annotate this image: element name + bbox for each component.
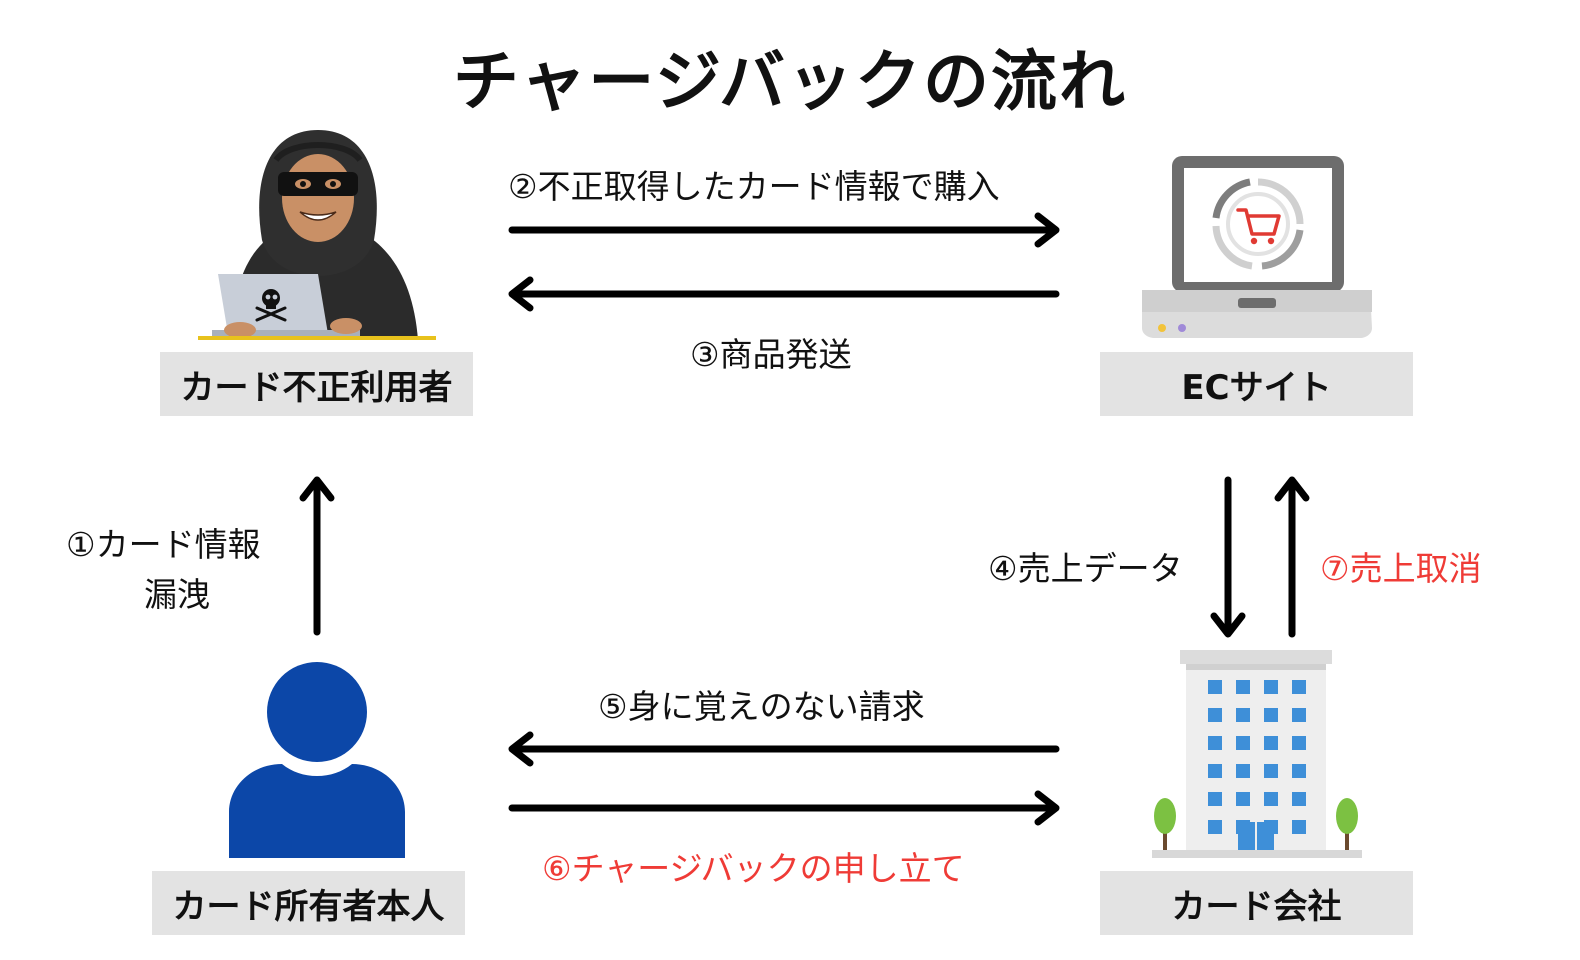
building-window bbox=[1236, 764, 1250, 778]
page-title: チャージバックの流れ bbox=[452, 43, 1128, 120]
step-1-label-line2: 漏洩 bbox=[144, 575, 210, 614]
node-label-card-company: カード会社 bbox=[1100, 871, 1413, 935]
building-window bbox=[1208, 820, 1222, 834]
building-window bbox=[1236, 680, 1250, 694]
step-1-label-line1: ①カード情報 bbox=[66, 525, 261, 564]
laptop-shopping-cart-icon bbox=[1142, 156, 1372, 338]
building-window bbox=[1264, 708, 1278, 722]
building-window bbox=[1264, 792, 1278, 806]
step-3-label: ③商品発送 bbox=[690, 335, 852, 374]
building-window bbox=[1208, 792, 1222, 806]
building-window bbox=[1292, 680, 1306, 694]
step-6-label: ⑥チャージバックの申し立て bbox=[542, 849, 965, 888]
building-window bbox=[1208, 708, 1222, 722]
building-window bbox=[1208, 736, 1222, 750]
building-window bbox=[1236, 736, 1250, 750]
building-window bbox=[1292, 764, 1306, 778]
building-window bbox=[1292, 736, 1306, 750]
node-label-ec-site: ECサイト bbox=[1100, 352, 1413, 416]
building-window bbox=[1264, 736, 1278, 750]
building-window bbox=[1292, 708, 1306, 722]
office-building-icon bbox=[1152, 650, 1362, 858]
building-window bbox=[1264, 680, 1278, 694]
building-window bbox=[1264, 764, 1278, 778]
building-window bbox=[1292, 820, 1306, 834]
building-window bbox=[1292, 792, 1306, 806]
shopping-cart-icon bbox=[1236, 208, 1281, 245]
building-window bbox=[1208, 764, 1222, 778]
person-icon bbox=[229, 662, 405, 858]
building-window bbox=[1208, 680, 1222, 694]
hacker-icon bbox=[198, 130, 436, 340]
step-2-label: ②不正取得したカード情報で購入 bbox=[508, 167, 1000, 206]
building-window bbox=[1236, 792, 1250, 806]
building-window bbox=[1236, 708, 1250, 722]
node-label-card-owner: カード所有者本人 bbox=[152, 871, 465, 935]
step-5-label: ⑤身に覚えのない請求 bbox=[598, 687, 925, 726]
skull-icon bbox=[255, 289, 287, 322]
step-4-label: ④売上データ bbox=[988, 549, 1183, 588]
node-label-fraudster: カード不正利用者 bbox=[160, 352, 473, 416]
step-7-label: ⑦売上取消 bbox=[1320, 549, 1482, 588]
